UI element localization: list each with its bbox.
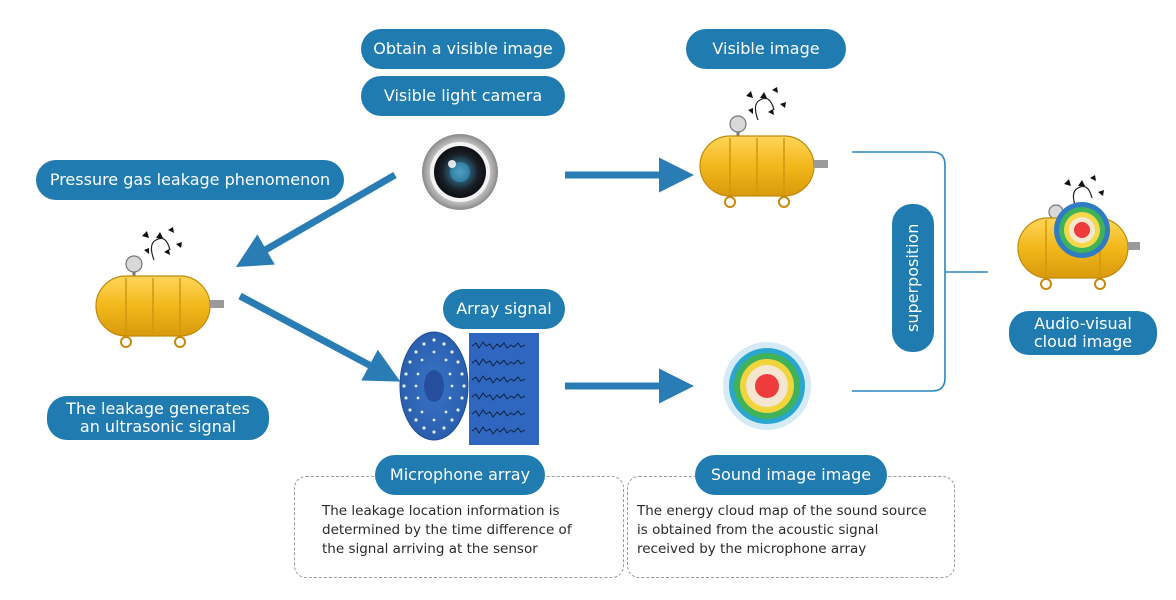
microphone-array-label: Microphone array <box>375 455 545 495</box>
camera-lens-icon <box>422 134 498 210</box>
visible-image-label: Visible image <box>686 29 846 69</box>
gas-tank-result <box>1017 175 1140 290</box>
array-signal-label: Array signal <box>443 289 565 329</box>
audio-visual-cloud-image-label: Audio-visual cloud image <box>1009 311 1157 355</box>
waveform-panel-icon <box>469 333 539 445</box>
superposition-label: superposition <box>892 204 934 352</box>
visible-light-camera-label: Visible light camera <box>361 76 565 116</box>
cloud-overlay-icon <box>1054 202 1110 258</box>
sound-image-image-label: Sound image image <box>695 455 887 495</box>
pressure-gas-leakage-label: Pressure gas leakage phenomenon <box>36 160 344 200</box>
microphone-array-description: The leakage location information is dete… <box>322 503 572 557</box>
sound-cloud-map-icon <box>723 342 811 430</box>
leakage-generates-label: The leakage generates an ultrasonic sign… <box>47 396 269 440</box>
gas-tank-left <box>95 227 224 348</box>
arrow-camera-to-tank <box>235 171 397 268</box>
gas-tank-visible <box>699 87 828 208</box>
sound-image-description: The energy cloud map of the sound source… <box>637 503 927 557</box>
microphone-array-icon <box>399 331 469 441</box>
obtain-visible-image-label: Obtain a visible image <box>361 29 565 69</box>
arrow-tank-to-mic <box>238 292 401 382</box>
